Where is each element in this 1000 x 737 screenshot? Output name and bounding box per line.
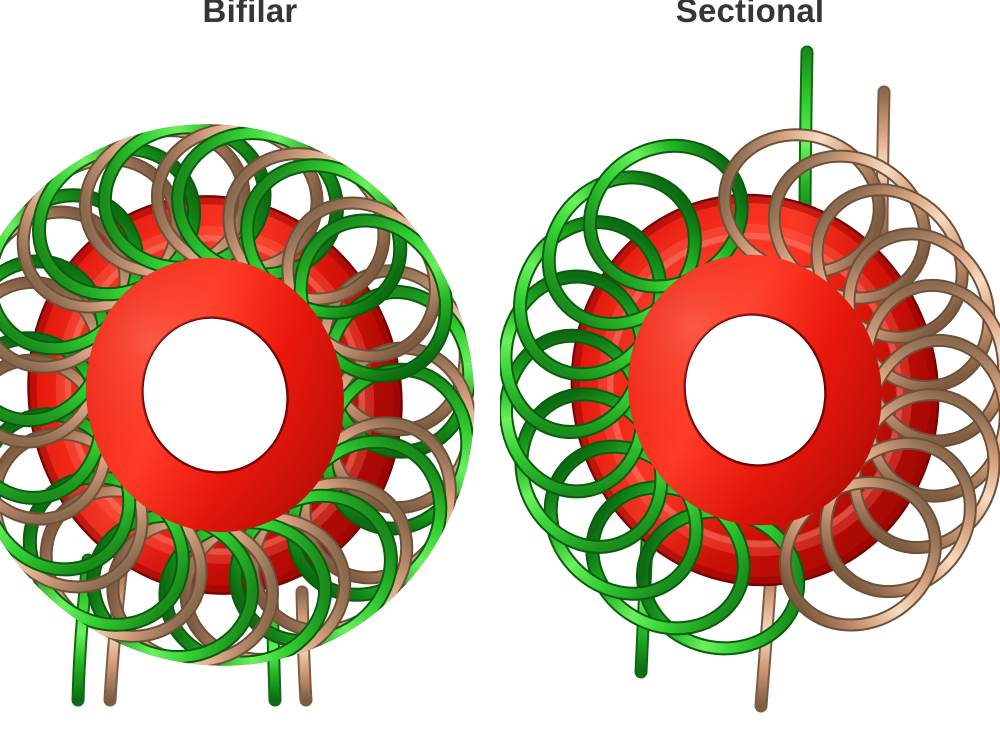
- panel-title-bifilar: Bifilar: [202, 0, 298, 29]
- sectional-toroid-illustration: [500, 45, 1000, 713]
- bifilar-winding-front: [0, 120, 477, 670]
- panel-bifilar: Bifilar: [0, 0, 477, 707]
- panel-title-sectional: Sectional: [675, 0, 825, 29]
- bifilar-toroid-illustration: [0, 120, 477, 707]
- panel-sectional: Sectional: [500, 0, 1000, 737]
